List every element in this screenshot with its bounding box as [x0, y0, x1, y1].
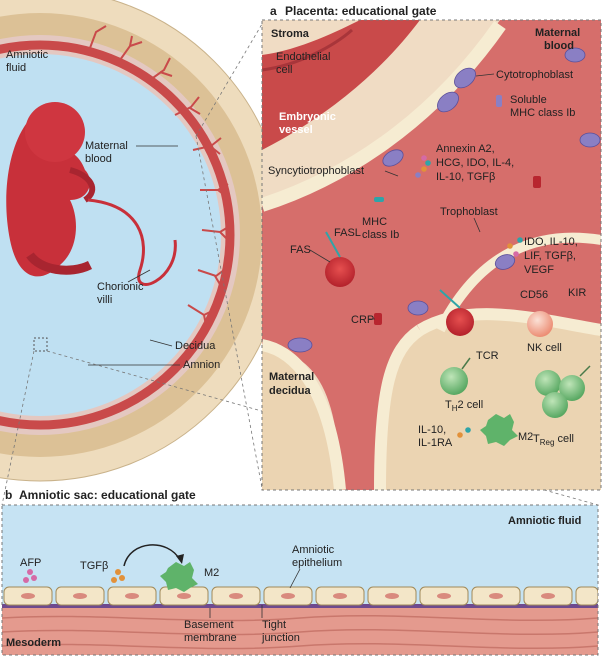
treg-main: T	[533, 433, 540, 445]
tgfb-to-m2-arrow	[123, 544, 181, 567]
label-ido-line1: IDO, IL-10,	[524, 236, 578, 248]
label-embryonic-vessel-line1: Embryonic	[279, 111, 336, 123]
label-kir: KIR	[568, 287, 586, 299]
crp-marker-1	[533, 176, 541, 188]
label-basement-membrane-line2: membrane	[184, 632, 237, 644]
zoom-region-b	[33, 337, 48, 352]
chorionic-villi-branches	[89, 25, 231, 326]
label-tgfb: TGFβ	[80, 560, 108, 572]
label-fasl: FASL	[334, 227, 361, 239]
panel-a-border	[261, 19, 602, 491]
fetus	[6, 102, 177, 286]
label-endothelial-line2: cell	[276, 64, 293, 76]
label-crp: CRP	[351, 314, 374, 326]
label-m2-b: M2	[204, 567, 219, 579]
label-maternal-blood-line2: blood	[85, 153, 112, 165]
label-endothelial-line1: Endothelial	[276, 51, 330, 63]
crp-marker-2	[374, 313, 382, 325]
m2-macrophage-b	[160, 562, 198, 592]
label-treg-cell: TReg cell	[533, 433, 574, 447]
label-annexin-line3: IL-10, TGFβ	[436, 171, 495, 183]
label-chorionic-villi-line1: Chorionic	[97, 281, 144, 293]
label-maternal-blood-a-line2: blood	[544, 40, 574, 52]
label-tight-junction-line1: Tight	[262, 619, 286, 631]
th2-rest: 2 cell	[458, 399, 484, 411]
label-basement-membrane-line1: Basement	[184, 619, 234, 631]
fas-cell	[325, 257, 355, 287]
label-fas: FAS	[290, 244, 311, 256]
treg-cells	[535, 365, 591, 418]
label-maternal-decidua-line2: decidua	[269, 385, 311, 397]
label-nk-cell: NK cell	[527, 342, 562, 354]
label-maternal-blood-line1: Maternal	[85, 140, 128, 152]
epithelial-cells	[3, 586, 598, 606]
label-cd56: CD56	[520, 289, 548, 301]
label-syncytiotrophoblast: Syncytiotrophoblast	[268, 165, 364, 177]
nk-cell	[527, 311, 553, 337]
label-soluble-mhc-line2: MHC class Ib	[510, 107, 575, 119]
uterus-illustration	[0, 0, 262, 482]
label-trophoblast: Trophoblast	[440, 206, 498, 218]
label-decidua: Decidua	[175, 340, 216, 352]
treg-sub: Reg	[540, 438, 555, 447]
panel-b-letter: b	[5, 488, 12, 502]
label-amnion: Amnion	[183, 359, 220, 371]
label-amniotic-epithelium-line1: Amniotic	[292, 544, 335, 556]
label-embryonic-vessel-line2: vessel	[279, 124, 313, 136]
panel-b-border	[1, 504, 599, 656]
th2-sub: H	[452, 404, 458, 413]
panel-a-title: Placenta: educational gate	[285, 4, 437, 18]
label-il10-line2: IL-1RA	[418, 437, 453, 449]
panel-b-illustration	[2, 505, 598, 655]
label-il10-line1: IL-10,	[418, 424, 446, 436]
tgfb-beads	[111, 569, 125, 583]
label-mhc-class-ib-line2: class Ib	[362, 229, 399, 241]
label-m2-a: M2	[518, 431, 533, 443]
soluble-mhc-marker	[496, 95, 502, 107]
label-ido-line2: LIF, TGFβ,	[524, 250, 576, 262]
label-annexin-line1: Annexin A2,	[436, 143, 495, 155]
th2-main: T	[445, 399, 452, 411]
label-soluble-mhc-line1: Soluble	[510, 94, 547, 106]
label-annexin-line2: HCG, IDO, IL-4,	[436, 157, 514, 169]
mhc-class-ib-marker	[374, 197, 384, 202]
panel-b-title: Amniotic sac: educational gate	[19, 488, 196, 502]
label-tcr: TCR	[476, 350, 499, 362]
arrow-head	[176, 554, 184, 564]
secreted-factors-a	[415, 155, 523, 438]
label-amniotic-fluid-line2: fluid	[6, 62, 26, 74]
label-mesoderm: Mesoderm	[6, 637, 61, 649]
th2-cell	[440, 367, 468, 395]
label-amniotic-fluid-b: Amniotic fluid	[508, 515, 581, 527]
epithelial-nuclei	[21, 593, 555, 599]
label-th2-cell: TH2 cell	[445, 399, 483, 413]
label-tight-junction-line2: junction	[261, 632, 300, 644]
label-maternal-decidua-line1: Maternal	[269, 371, 314, 383]
label-ido-line3: VEGF	[524, 264, 554, 276]
cytotrophoblast-cells	[287, 47, 601, 353]
label-mhc-class-ib-line1: MHC	[362, 216, 387, 228]
panel-a-letter: a	[270, 4, 277, 18]
treg-rest: cell	[554, 433, 574, 445]
label-maternal-blood-a-line1: Maternal	[535, 27, 580, 39]
label-amniotic-epithelium-line2: epithelium	[292, 557, 342, 569]
afp-beads	[23, 569, 37, 583]
label-stroma: Stroma	[271, 28, 310, 40]
label-amniotic-fluid-line1: Amniotic	[6, 49, 49, 61]
crp-target-cell	[446, 308, 474, 336]
label-cytotrophoblast: Cytotrophoblast	[496, 69, 573, 81]
m2-macrophage-a	[480, 414, 518, 446]
label-afp: AFP	[20, 557, 41, 569]
label-chorionic-villi-line2: villi	[97, 294, 112, 306]
